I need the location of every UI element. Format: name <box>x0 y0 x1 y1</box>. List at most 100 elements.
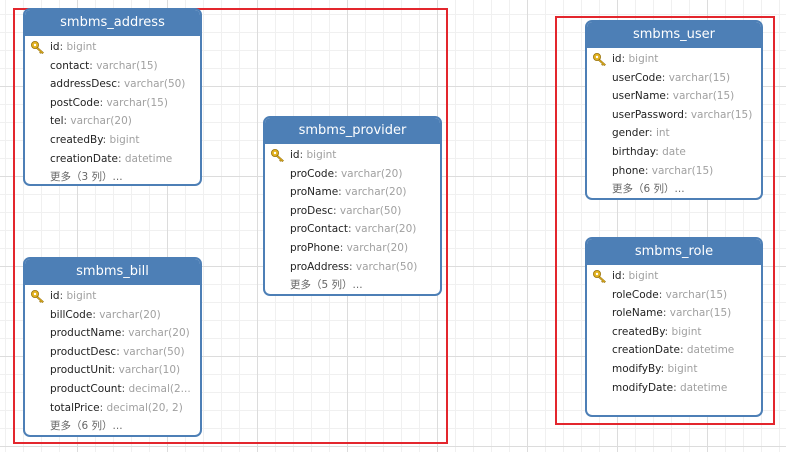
column-row[interactable]: productCount: decimal(2... <box>25 380 200 399</box>
table-group-frame-right <box>555 16 775 425</box>
column-row[interactable]: proDesc: varchar(50) <box>265 202 440 221</box>
column-type: varchar(15) <box>672 90 735 103</box>
column-row[interactable]: contact: varchar(15) <box>25 57 200 76</box>
column-name: contact <box>50 59 90 72</box>
column-row[interactable]: productUnit: varchar(10) <box>25 361 200 380</box>
column-row[interactable]: productDesc: varchar(50) <box>25 343 200 362</box>
column-name: productCount <box>50 382 122 395</box>
column-name: proDesc <box>290 204 333 217</box>
column-separator: : <box>664 325 672 338</box>
column-row[interactable]: birthday: date <box>587 143 761 162</box>
column-row[interactable]: billCode: varchar(20) <box>25 306 200 325</box>
column-type: varchar(20) <box>354 223 417 236</box>
column-row[interactable]: totalPrice: decimal(20, 2) <box>25 399 200 418</box>
column-type: varchar(50) <box>123 78 186 91</box>
column-row[interactable]: proAddress: varchar(50) <box>265 258 440 277</box>
column-separator: : <box>338 186 346 199</box>
column-row[interactable]: proCode: varchar(20) <box>265 165 440 184</box>
column-name: proContact <box>290 223 349 236</box>
column-row[interactable]: roleName: varchar(15) <box>587 304 761 323</box>
column-name: productUnit <box>50 364 112 377</box>
column-name: phone <box>612 164 645 177</box>
column-name: userCode <box>612 71 662 84</box>
key-icon <box>592 52 608 66</box>
column-row[interactable]: proName: varchar(20) <box>265 183 440 202</box>
table-title-smbms-address[interactable]: smbms_address <box>25 10 200 36</box>
column-name: createdBy <box>612 325 665 338</box>
table-title-smbms-user[interactable]: smbms_user <box>587 22 761 48</box>
column-type: bigint <box>109 133 140 146</box>
column-type: varchar(10) <box>118 364 181 377</box>
column-row[interactable]: postCode: varchar(15) <box>25 94 200 113</box>
column-type: varchar(15) <box>96 59 158 72</box>
column-separator: : <box>644 164 652 177</box>
column-separator: : <box>683 108 691 121</box>
column-row[interactable]: id: bigint <box>25 38 200 57</box>
table-title-smbms-provider[interactable]: smbms_provider <box>265 118 440 144</box>
column-separator: : <box>111 364 119 377</box>
column-row[interactable]: userCode: varchar(15) <box>587 69 761 88</box>
column-row[interactable]: creationDate: datetime <box>587 341 761 360</box>
column-type: datetime <box>686 344 735 357</box>
column-row[interactable]: modifyDate: datetime <box>587 379 761 398</box>
column-row[interactable]: productName: varchar(20) <box>25 324 200 343</box>
column-row[interactable]: id: bigint <box>587 267 761 286</box>
column-name: id <box>50 290 60 302</box>
column-separator: : <box>662 307 670 320</box>
column-name: productName <box>50 327 122 340</box>
column-name: proName <box>290 186 339 199</box>
column-type: datetime <box>679 381 728 394</box>
column-type: date <box>662 145 686 158</box>
column-type: int <box>655 127 670 140</box>
column-name: proAddress <box>290 260 349 273</box>
column-separator: : <box>332 204 340 217</box>
table-title-smbms-bill[interactable]: smbms_bill <box>25 259 200 285</box>
more-columns-link[interactable]: 更多（6 列）... <box>612 183 685 196</box>
column-row[interactable]: userPassword: varchar(15) <box>587 106 761 125</box>
column-row[interactable]: modifyBy: bigint <box>587 360 761 379</box>
column-name: proCode <box>290 167 335 180</box>
column-name: tel <box>50 115 64 128</box>
column-row[interactable]: id: bigint <box>587 50 761 69</box>
column-type: varchar(20) <box>128 327 190 340</box>
column-separator: : <box>348 223 355 236</box>
more-columns-link[interactable]: 更多（3 列）... <box>50 171 123 184</box>
column-row[interactable]: phone: varchar(15) <box>587 162 761 181</box>
column-row[interactable]: gender: int <box>587 124 761 143</box>
column-row[interactable]: creationDate: datetime <box>25 150 200 169</box>
column-name: id <box>612 53 622 65</box>
column-type: varchar(20) <box>99 308 161 321</box>
column-name: modifyBy <box>612 362 661 375</box>
column-row[interactable]: addressDesc: varchar(50) <box>25 75 200 94</box>
column-type: varchar(15) <box>690 108 753 121</box>
column-name: birthday <box>612 145 656 158</box>
column-row[interactable]: proPhone: varchar(20) <box>265 239 440 258</box>
column-row[interactable]: roleCode: varchar(15) <box>587 286 761 305</box>
column-row[interactable]: createdBy: bigint <box>587 323 761 342</box>
key-icon <box>592 269 608 283</box>
column-type: decimal(20, 2) <box>106 401 183 414</box>
column-row[interactable]: id: bigint <box>265 146 440 165</box>
column-row[interactable]: createdBy: bigint <box>25 131 200 150</box>
column-name: createdBy <box>50 133 103 146</box>
column-row[interactable]: proContact: varchar(20) <box>265 220 440 239</box>
column-row[interactable]: tel: varchar(20) <box>25 112 200 131</box>
column-name: totalPrice <box>50 401 100 414</box>
more-columns-link[interactable]: 更多（5 列）... <box>290 279 363 292</box>
more-columns-link[interactable]: 更多（6 列）... <box>50 420 123 433</box>
column-name: productDesc <box>50 345 117 358</box>
column-name: id <box>50 41 60 53</box>
column-name: billCode <box>50 308 93 321</box>
column-type: varchar(50) <box>355 260 418 273</box>
column-row[interactable]: userName: varchar(15) <box>587 87 761 106</box>
table-title-smbms-role[interactable]: smbms_role <box>587 239 761 265</box>
column-type: bigint <box>306 149 337 161</box>
column-row[interactable]: id: bigint <box>25 287 200 306</box>
